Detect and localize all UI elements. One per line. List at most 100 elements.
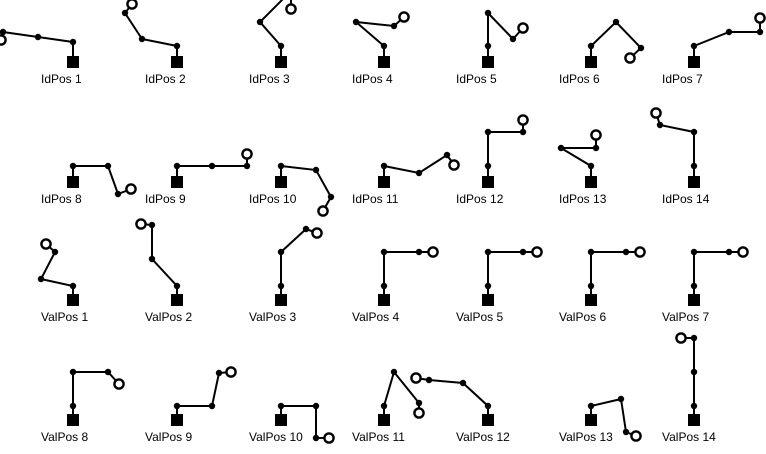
pose-label: ValPos 2 (145, 310, 192, 324)
end-effector (0, 34, 7, 46)
arm-joint (69, 162, 77, 170)
pose-label: ValPos 8 (41, 430, 88, 444)
end-effector (737, 246, 749, 258)
pose-label: ValPos 10 (249, 430, 303, 444)
arm-joint (484, 9, 492, 17)
pose-label: ValPos 13 (559, 430, 613, 444)
end-effector (311, 227, 323, 239)
arm-links (383, 251, 433, 300)
arm-joint (327, 193, 335, 201)
arm-joint (277, 248, 285, 256)
pose-label: IdPos 4 (352, 72, 393, 86)
arm-joint (173, 282, 181, 290)
pose-label: IdPos 1 (41, 72, 82, 86)
arm-pose: ValPos 1 (37, 238, 88, 324)
end-effector (285, 3, 297, 15)
arm-joint (215, 369, 223, 377)
arm-joint (587, 162, 595, 170)
arm-joint (509, 35, 517, 43)
pose-label: IdPos 13 (559, 192, 607, 206)
arm-joint (380, 282, 388, 290)
arm-pose: ValPos 12 (410, 372, 510, 444)
arm-joint (243, 162, 251, 170)
arm-pose: IdPos 1 (0, 28, 82, 86)
end-effector (590, 129, 602, 141)
end-effector (317, 205, 329, 217)
arm-pose: ValPos 9 (145, 366, 237, 444)
arm-joint (380, 248, 388, 256)
arm-joint (484, 42, 492, 50)
pose-label: IdPos 14 (662, 192, 710, 206)
arm-pose: IdPos 7 (662, 12, 766, 86)
end-effector (135, 218, 147, 230)
arm-joint (148, 255, 156, 263)
arm-joint (690, 162, 698, 170)
arm-pose: ValPos 5 (456, 246, 543, 324)
arm-links (590, 251, 640, 300)
arm-joint (69, 368, 77, 376)
pose-label: ValPos 9 (145, 430, 192, 444)
end-effector (126, 0, 138, 10)
end-effector (427, 246, 439, 258)
arm-pose: ValPos 3 (249, 225, 323, 324)
arm-joint (756, 28, 764, 36)
arm-joint (121, 9, 129, 17)
arm-joint (104, 162, 112, 170)
arm-joint (443, 151, 451, 159)
arm-joint (312, 166, 320, 174)
arm-joint (622, 428, 630, 436)
arm-joint (519, 128, 527, 136)
pose-label: IdPos 7 (662, 72, 703, 86)
end-effector (125, 183, 137, 195)
pose-label: IdPos 3 (249, 72, 290, 86)
arm-pose: IdPos 10 (249, 162, 335, 217)
arm-pose: ValPos 6 (559, 246, 646, 324)
arm-joint (256, 18, 264, 26)
arm-joint (352, 18, 360, 26)
arm-pose: IdPos 5 (456, 9, 529, 86)
arm-pose: ValPos 10 (249, 402, 335, 444)
arm-links (693, 251, 743, 300)
arm-joint (425, 376, 433, 384)
arm-joint (173, 402, 181, 410)
arm-joint (637, 44, 645, 52)
arm-joint (690, 402, 698, 410)
arm-joint (622, 248, 630, 256)
arm-pose: ValPos 13 (559, 395, 642, 444)
arm-joint (208, 162, 216, 170)
end-effector (413, 407, 425, 419)
pose-label: ValPos 3 (249, 310, 296, 324)
arm-joint (148, 221, 156, 229)
arm-joint (587, 248, 595, 256)
arm-joint (312, 402, 320, 410)
end-effector (517, 114, 529, 126)
arm-pose: IdPos 13 (557, 129, 607, 206)
arm-joint (587, 42, 595, 50)
arm-joint (690, 282, 698, 290)
arm-links (383, 153, 455, 182)
arm-joint (587, 402, 595, 410)
pose-label: IdPos 2 (145, 72, 186, 86)
arm-joint (617, 395, 625, 403)
arm-links (557, 135, 597, 182)
arm-pose: ValPos 8 (41, 368, 125, 444)
end-effector (113, 378, 125, 390)
pose-label: ValPos 4 (352, 310, 399, 324)
arm-pose: ValPos 2 (135, 218, 192, 324)
arm-joint (51, 248, 59, 256)
arm-joint (612, 18, 620, 26)
arm-pose: IdPos 8 (41, 162, 137, 206)
arm-joint (690, 334, 698, 342)
arm-joint (277, 42, 285, 50)
arm-joint (690, 248, 698, 256)
arm-links (415, 377, 489, 420)
arm-links (72, 371, 120, 420)
arm-joint (302, 225, 310, 233)
end-effector (410, 372, 422, 384)
end-effector (650, 107, 662, 119)
arm-joint (312, 434, 320, 442)
end-effector (675, 332, 687, 344)
arm-joint (173, 162, 181, 170)
end-effector (241, 148, 253, 160)
arm-joint (484, 282, 492, 290)
